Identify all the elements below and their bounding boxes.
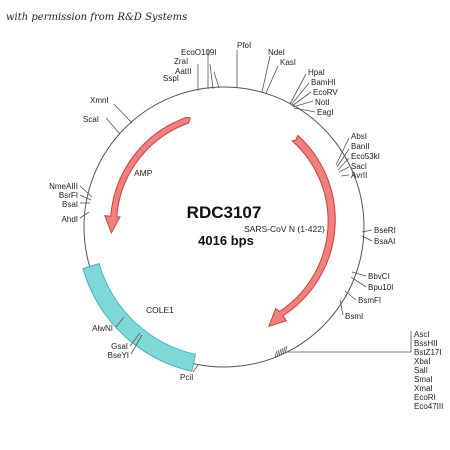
site-eagi: EagI — [317, 108, 333, 117]
plasmid-backbone — [83, 86, 365, 368]
site-bseri: BseRI — [374, 226, 396, 235]
site-gsai: GsaI — [111, 342, 128, 351]
site-bsai: BsaI — [62, 200, 78, 209]
site-hpai: HpaI — [308, 68, 325, 77]
site-ndei: NdeI — [268, 48, 285, 57]
sars-cov-n-arrow — [268, 134, 336, 327]
site-nmeaiii: NmeAIII — [49, 182, 78, 191]
site-bstz17i: BstZ17I — [414, 348, 442, 357]
site-kasi: KasI — [280, 58, 296, 67]
site-eco53ki: Eco53kI — [351, 152, 380, 161]
site-alwni: AlwNI — [92, 324, 113, 333]
site-bsaai: BsaAI — [374, 237, 395, 246]
site-sali: SalI — [414, 366, 428, 375]
mcs-site-list: AscI BssHII BstZ17I XbaI SalI SmaI XmaI … — [414, 330, 443, 411]
site-bamhi: BamHI — [311, 78, 335, 87]
site-asci: AscI — [414, 330, 430, 339]
amp-arrow — [104, 116, 191, 234]
site-aatii: AatII — [175, 67, 191, 76]
site-bbvci: BbvCI — [368, 272, 390, 281]
site-pcii: PciI — [180, 373, 193, 382]
site-banii: BanII — [351, 142, 370, 151]
cole1-label: COLE1 — [146, 305, 174, 315]
site-ecori: EcoRI — [414, 393, 436, 402]
site-pfoi: PfoI — [237, 41, 251, 50]
site-avrii: AvrII — [351, 171, 367, 180]
site-ecorv: EcoRV — [313, 88, 338, 97]
site-xbai: XbaI — [414, 357, 430, 366]
site-bsmfi: BsmFI — [358, 296, 381, 305]
credit-text: with permission from R&D Systems — [6, 12, 187, 23]
site-zrai: ZraI — [174, 57, 188, 66]
cole1-feature-band — [82, 262, 197, 372]
site-eco47iii: Eco47III — [414, 402, 443, 411]
site-bpu10i: Bpu10I — [368, 283, 393, 292]
site-eco0109i: EcoO109I — [181, 48, 217, 57]
plasmid-size: 4016 bps — [198, 233, 254, 248]
site-noti: NotI — [315, 98, 330, 107]
site-bsmi: BsmI — [345, 312, 363, 321]
amp-label: AMP — [134, 168, 153, 178]
site-sspi: SspI — [163, 74, 179, 83]
site-bsshii: BssHII — [414, 339, 438, 348]
site-smai: SmaI — [414, 375, 433, 384]
plasmid-name: RDC3107 — [187, 203, 262, 222]
site-saci: SacI — [351, 162, 367, 171]
sars-cov-n-label: SARS-CoV N (1-422) — [244, 224, 325, 234]
site-ahdi: AhdI — [62, 215, 78, 224]
site-xmni: XmnI — [90, 96, 109, 105]
site-scai: ScaI — [83, 115, 99, 124]
site-leaders — [79, 50, 412, 373]
site-xmai: XmaI — [414, 384, 433, 393]
site-bsrfi: BsrFI — [59, 191, 78, 200]
site-absi: AbsI — [351, 132, 367, 141]
site-bseyi: BseYI — [108, 351, 129, 360]
